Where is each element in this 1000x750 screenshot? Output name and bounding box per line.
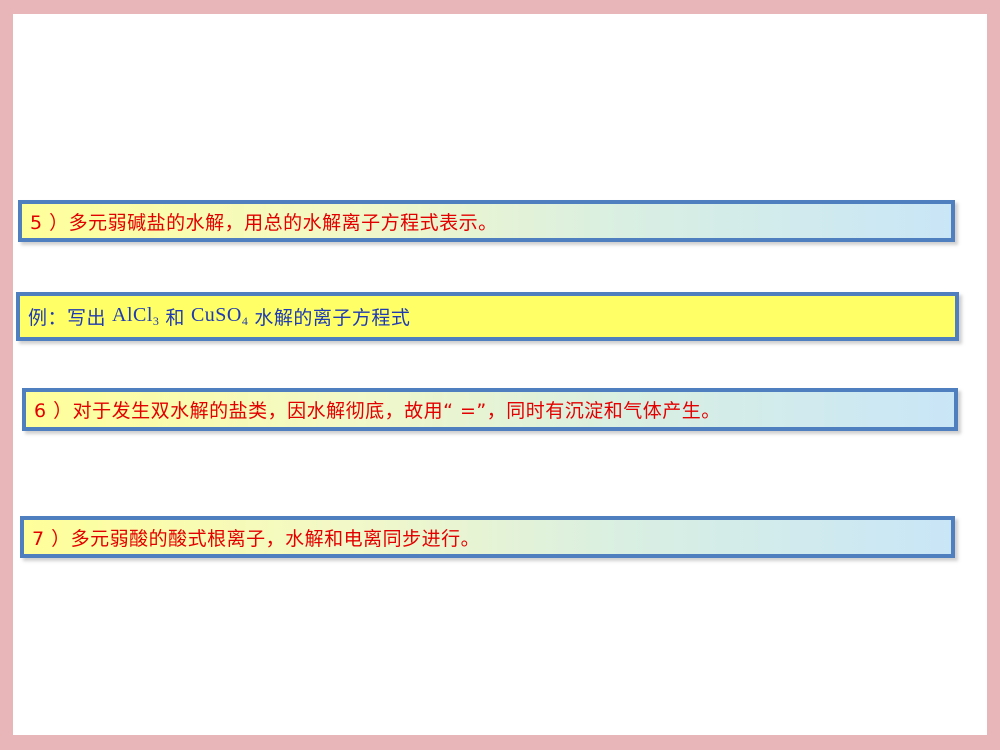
rule-7-box: 7 ）多元弱酸的酸式根离子，水解和电离同步进行。 — [20, 516, 955, 558]
formula-cuso4: CuSO4 — [190, 304, 249, 328]
rule-6-text: 6 ）对于发生双水解的盐类，因水解彻底，故用“ =”，同时有沉淀和气体产生。 — [34, 400, 721, 422]
example-prefix: 例：写出 — [28, 307, 107, 329]
formula-alcl3: AlCl3 — [112, 304, 160, 328]
example-box: 例：写出 AlCl3 和 CuSO4 水解的离子方程式 — [16, 292, 959, 341]
example-connector: 和 — [165, 307, 185, 329]
rule-7-text: 7 ）多元弱酸的酸式根离子，水解和电离同步进行。 — [32, 527, 481, 550]
slide-canvas: 5 ）多元弱碱盐的水解，用总的水解离子方程式表示。 例：写出 AlCl3 和 C… — [13, 14, 987, 735]
rule-5-text: 5 ）多元弱碱盐的水解，用总的水解离子方程式表示。 — [30, 211, 498, 234]
rule-5-box: 5 ）多元弱碱盐的水解，用总的水解离子方程式表示。 — [18, 200, 955, 242]
rule-6-box: 6 ）对于发生双水解的盐类，因水解彻底，故用“ =”，同时有沉淀和气体产生。 — [22, 388, 958, 431]
example-suffix: 水解的离子方程式 — [254, 307, 411, 329]
